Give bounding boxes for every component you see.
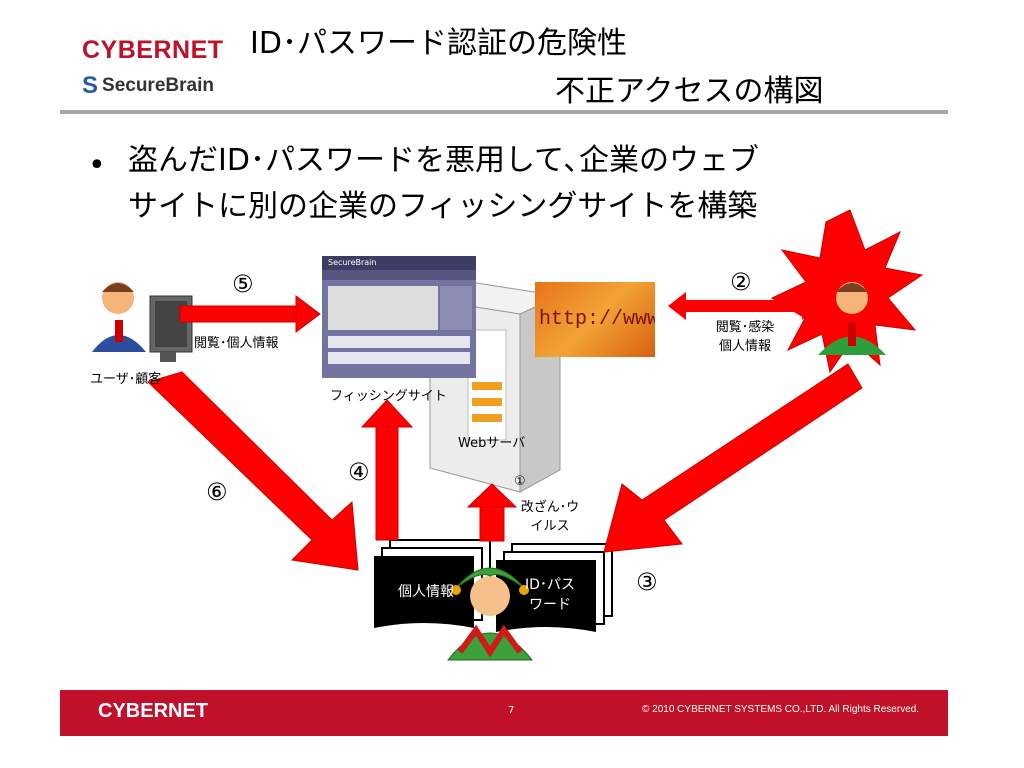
http-url-image: http://www	[535, 282, 655, 357]
slide-title-line2: 不正アクセスの構図	[555, 74, 824, 109]
attacker-action-line1: 閲覧･感染	[715, 320, 775, 335]
step-1-label: ①	[514, 474, 526, 489]
securebrain-logo-text: SecureBrain	[102, 75, 214, 96]
phishing-site-screenshot: SecureBrain	[322, 256, 476, 378]
phishing-site-row	[328, 336, 470, 348]
attacker-icon	[818, 282, 886, 355]
arrow-1-up	[466, 483, 518, 542]
phishing-site-row	[328, 352, 470, 364]
title-divider	[60, 110, 948, 114]
jester-hacker-icon	[446, 567, 534, 661]
slide-title-line1: ID･パスワード認証の危険性	[250, 26, 627, 61]
step-4-label: ④	[348, 458, 370, 486]
securebrain-logo: S SecureBrain	[82, 72, 214, 100]
card-id-password-label: ID･パス ワード	[508, 574, 592, 614]
step-3-label: ③	[636, 568, 658, 596]
phishing-site-side-banner	[440, 286, 472, 330]
securebrain-s-icon: S	[82, 72, 99, 99]
card-personal-info-label: 個人情報	[398, 584, 454, 600]
step-6-label: ⑥	[206, 478, 228, 506]
tamper-virus-line2: イルス	[530, 519, 570, 534]
phishing-site-label: フィッシングサイト	[330, 389, 447, 404]
step-2-label: ②	[730, 268, 752, 296]
page-number: 7	[508, 705, 515, 716]
phishing-site-header: SecureBrain	[322, 256, 476, 270]
bullet-marker: •	[88, 148, 106, 183]
arrow-3-diagonal	[603, 363, 863, 553]
footer-bar	[60, 690, 948, 736]
footer-cybernet-logo: CYBERNET	[98, 700, 209, 722]
bullet-line1: 盗んだID･パスワードを悪用して､企業のウェブ	[128, 143, 760, 178]
bullet-line2: サイトに別の企業のフィッシングサイトを構築	[128, 189, 758, 224]
arrow-2-bidirectional	[668, 292, 820, 320]
copyright-text: © 2010 CYBERNET SYSTEMS CO.,LTD. All Rig…	[642, 704, 920, 715]
arrow-5-user-to-phish	[179, 295, 321, 333]
card-id-password-line1: ID･パス	[525, 577, 575, 593]
attacker-action-line2: 個人情報	[718, 339, 771, 354]
arrow-6-diagonal	[147, 371, 359, 571]
tamper-virus-label: 改ざん･ウ イルス	[518, 496, 582, 534]
user-label: ユーザ･顧客	[90, 372, 162, 387]
tamper-virus-line1: 改ざん･ウ	[520, 500, 580, 515]
step-5-label: ⑤	[232, 270, 254, 298]
arrow-4-up	[360, 399, 414, 541]
user-icon	[92, 282, 193, 362]
bullet-text: 盗んだID･パスワードを悪用して､企業のウェブ サイトに別の企業のフィッシングサ…	[128, 138, 908, 230]
card-id-password-line2: ワード	[529, 597, 571, 613]
cybernet-logo: CYBERNET	[82, 36, 224, 64]
phishing-site-banner	[328, 286, 438, 330]
web-server-label: Webサーバ	[458, 436, 526, 451]
browse-personal-label: 閲覧･個人情報	[194, 336, 279, 351]
phishing-site-nav	[322, 270, 476, 280]
attacker-action-label: 閲覧･感染 個人情報	[710, 316, 780, 354]
